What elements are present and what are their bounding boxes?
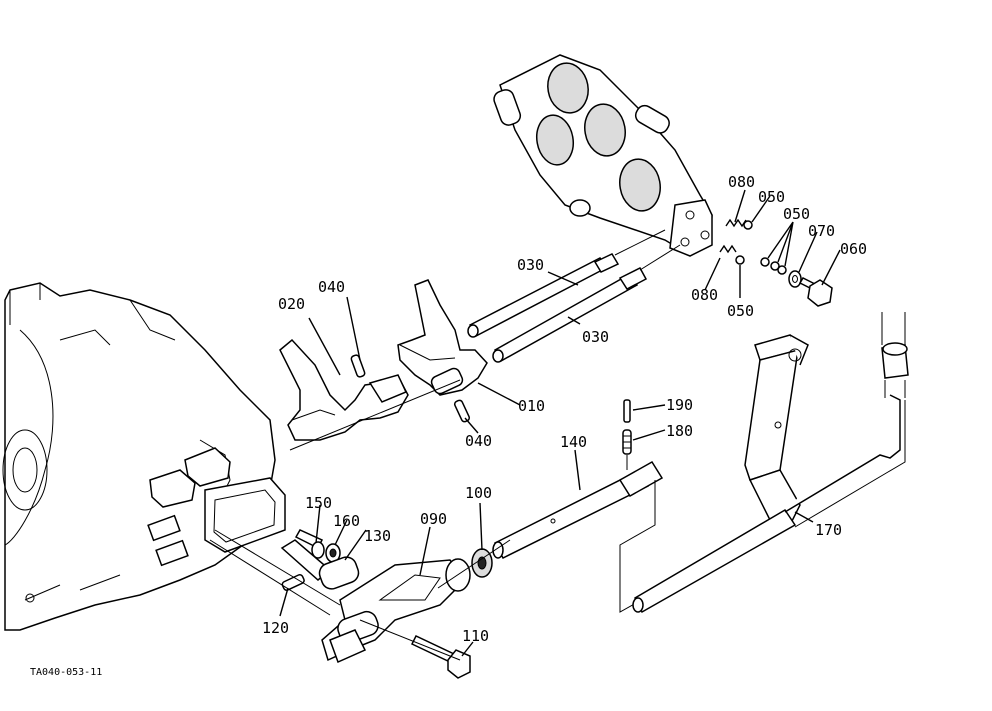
bracket-plate — [493, 54, 713, 257]
drawing-code: TA040-053-11 — [30, 667, 102, 678]
label-170: 170 — [815, 521, 842, 539]
ball-050-b — [735, 255, 745, 265]
shift-rod-lower — [492, 267, 648, 363]
label-010: 010 — [518, 397, 545, 415]
roll-pin-180 — [622, 429, 632, 455]
bolt-060 — [798, 277, 833, 307]
label-090: 090 — [420, 510, 447, 528]
label-050-middle: 050 — [783, 205, 810, 223]
label-180: 180 — [666, 422, 693, 440]
label-150: 150 — [305, 494, 332, 512]
spring-080-lower — [719, 244, 737, 254]
transmission-housing — [2, 282, 286, 631]
label-030-lower: 030 — [582, 328, 609, 346]
shaft-140 — [492, 460, 664, 559]
label-020: 020 — [278, 295, 305, 313]
shift-fork-010 — [397, 279, 488, 396]
pin-040-upper — [350, 354, 366, 378]
label-050-lower: 050 — [727, 302, 754, 320]
pin-190 — [623, 399, 631, 423]
label-190: 190 — [666, 396, 693, 414]
spring-080-upper — [725, 218, 747, 228]
ball-050-e — [777, 265, 787, 275]
lever-170 — [632, 312, 909, 614]
label-040-lower: 040 — [465, 432, 492, 450]
label-050-upper: 050 — [758, 188, 785, 206]
label-130: 130 — [364, 527, 391, 545]
washer-070 — [788, 270, 802, 288]
label-080-lower: 080 — [691, 286, 718, 304]
label-100: 100 — [465, 484, 492, 502]
ball-050-c — [760, 257, 770, 267]
part-labels: 020 040 030 030 010 040 080 050 050 070 … — [262, 173, 867, 645]
ball-050-a — [743, 220, 753, 230]
leader-lines — [279, 189, 841, 657]
label-060: 060 — [840, 240, 867, 258]
bolt-150 — [294, 529, 325, 559]
label-030-upper: 030 — [517, 256, 544, 274]
label-120: 120 — [262, 619, 289, 637]
ball-050-d — [770, 261, 780, 271]
pin-120 — [281, 573, 305, 591]
label-070: 070 — [808, 222, 835, 240]
collar-100 — [445, 548, 493, 592]
shift-fork-020 — [279, 338, 409, 441]
label-140: 140 — [560, 433, 587, 451]
bracket-130 — [280, 539, 360, 590]
label-080-upper: 080 — [728, 173, 755, 191]
label-040-upper: 040 — [318, 278, 345, 296]
shifter-090 — [321, 559, 466, 664]
label-110: 110 — [462, 627, 489, 645]
shift-rod-upper — [467, 253, 620, 338]
pin-040-lower — [453, 399, 471, 423]
label-160: 160 — [333, 512, 360, 530]
